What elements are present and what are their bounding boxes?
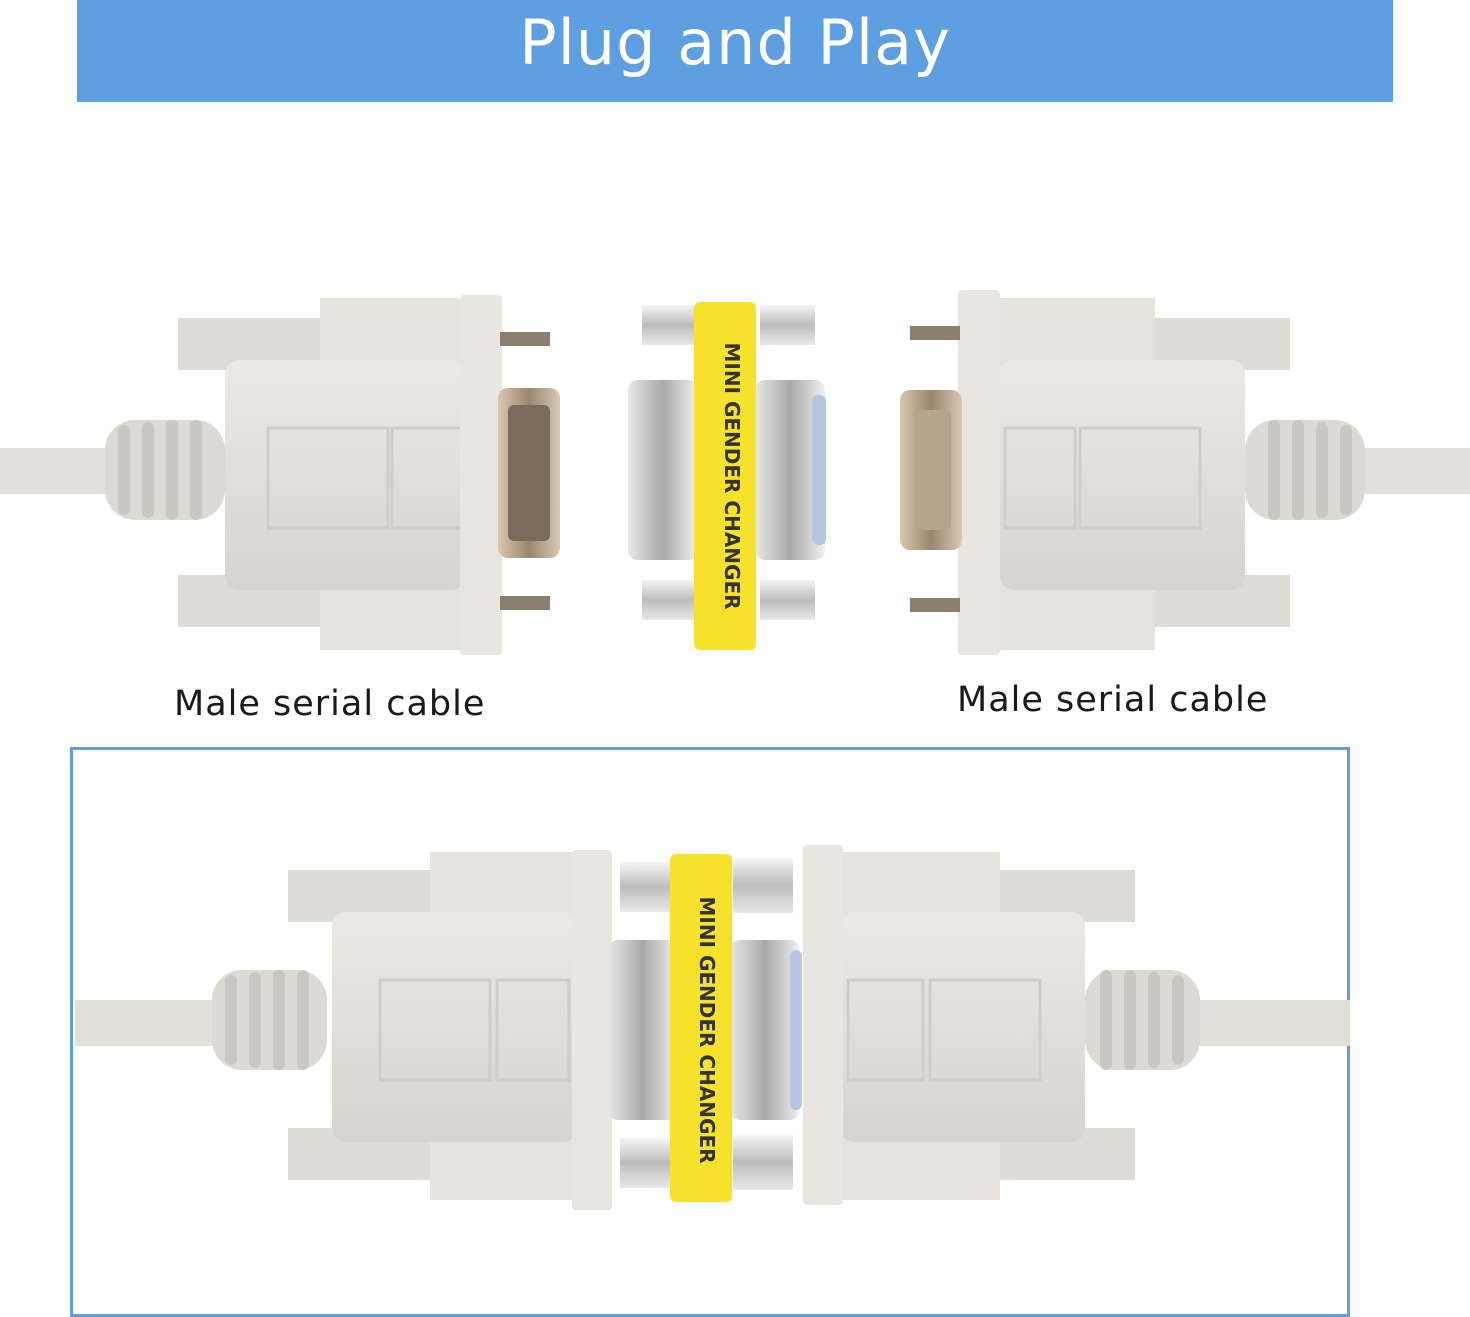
left-flange [460,295,502,655]
bottom-left-cable [75,1000,225,1046]
right-connector-body [1000,360,1245,590]
right-cable-caption: Male serial cable [957,680,1269,720]
right-flange [958,290,1000,655]
right-male-connector [900,290,1470,655]
bottom-right-connector [803,845,1200,1205]
left-male-connector [0,295,560,655]
left-connector-body [225,360,465,590]
right-strain-relief [1245,420,1365,520]
bottom-adapter-label: MINI GENDER CHANGER [695,896,719,1163]
left-strain-relief [105,420,225,520]
bottom-gender-changer-adapter: MINI GENDER CHANGER [608,854,802,1202]
banner-title: Plug and Play [519,5,951,79]
top-adapter-label: MINI GENDER CHANGER [720,342,744,609]
right-cable [1350,448,1470,494]
bottom-right-cable [1190,1000,1350,1046]
bottom-left-connector [212,850,612,1210]
top-illustration: MINI GENDER CHANGER [0,290,1470,655]
adapter-yellow-band [694,302,756,650]
gender-changer-adapter: MINI GENDER CHANGER [628,302,826,650]
header-banner: Plug and Play [77,0,1393,102]
left-cable [0,448,120,494]
left-cable-caption: Male serial cable [174,684,486,724]
bottom-illustration: MINI GENDER CHANGER [75,845,1350,1210]
